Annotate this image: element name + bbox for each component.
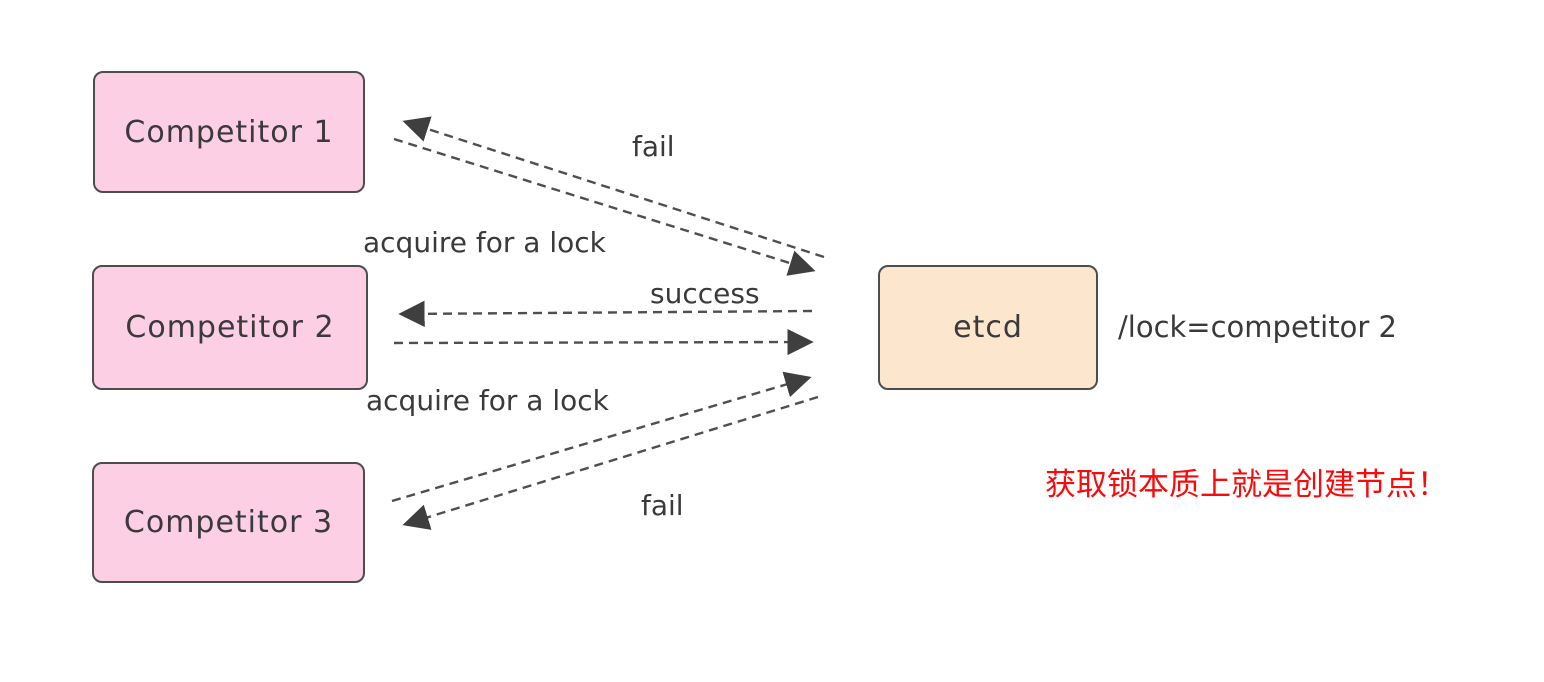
edge-label-acquire-competitor3: acquire for a lock [366, 384, 609, 417]
edge-label-fail-competitor3: fail [641, 489, 684, 522]
arrow-fail-to-competitor3 [402, 395, 819, 530]
edge-label-fail-competitor1: fail [632, 130, 675, 163]
arrow-success-to-competitor2 [398, 300, 813, 328]
node-etcd: etcd [878, 265, 1098, 390]
edge-label-success-competitor2: success [650, 277, 760, 310]
arrow-acquire-from-competitor3 [391, 371, 812, 503]
node-competitor-2: Competitor 2 [92, 265, 368, 390]
arrow-acquire-from-competitor2 [393, 328, 814, 356]
node-competitor-1-label: Competitor 1 [124, 114, 334, 150]
red-note-annotation: 获取锁本质上就是创建节点！ [1045, 467, 1448, 503]
arrow-acquire-from-competitor1 [393, 137, 816, 276]
node-competitor-3: Competitor 3 [92, 462, 365, 583]
node-etcd-label: etcd [953, 310, 1023, 345]
lock-value-annotation: /lock=competitor 2 [1118, 310, 1397, 344]
node-competitor-1: Competitor 1 [93, 71, 365, 193]
node-competitor-2-label: Competitor 2 [125, 310, 335, 345]
arrow-fail-to-competitor1 [402, 116, 825, 259]
node-competitor-3-label: Competitor 3 [123, 505, 334, 540]
edge-label-acquire-competitor2: acquire for a lock [363, 226, 606, 259]
